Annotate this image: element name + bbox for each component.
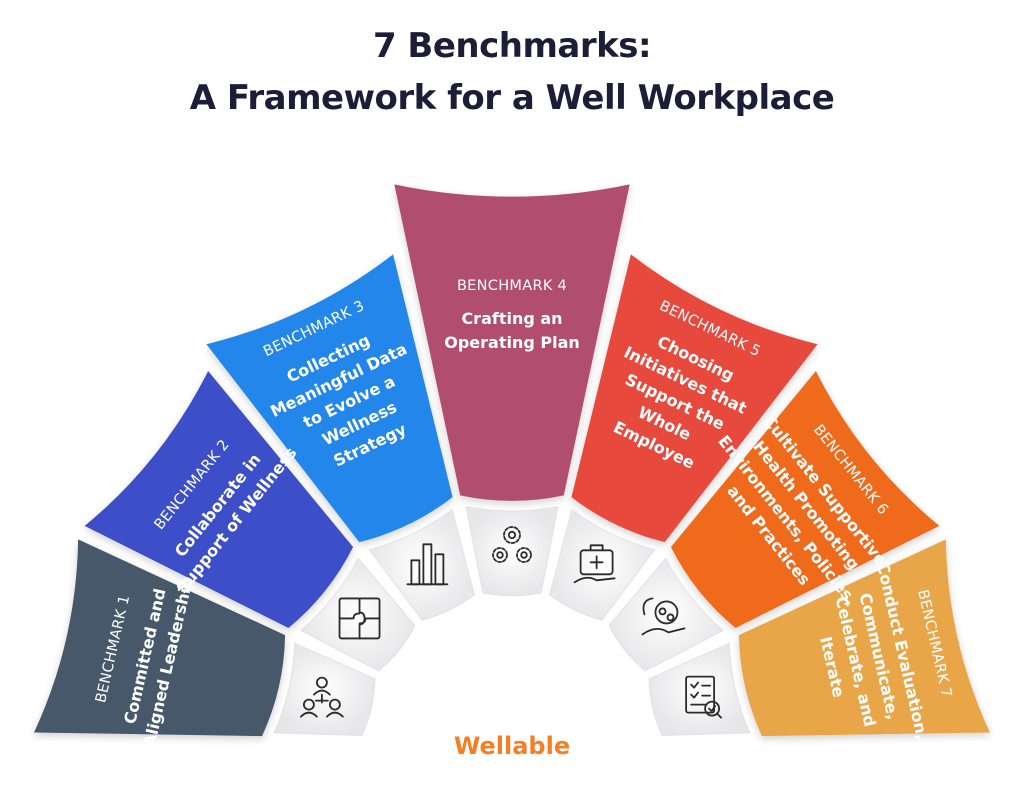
people-network-icon [299, 676, 344, 718]
benchmark-5-segment [571, 254, 818, 543]
benchmark-4-segment [394, 184, 630, 501]
benchmark-7-icon-tile [648, 642, 751, 737]
title-line-2: A Framework for a Well Workplace [189, 78, 835, 118]
benchmark-2-segment [84, 371, 354, 629]
benchmark-5-icon-tile [549, 508, 656, 621]
benchmark-4-number: BENCHMARK 4 [457, 278, 567, 294]
benchmark-3-icon-tile [368, 508, 475, 621]
puzzle-icon [338, 597, 381, 640]
benchmark-1-segment [34, 539, 286, 737]
benchmark-4-title-line: Crafting an [461, 309, 562, 328]
benchmark-6-segment [670, 371, 940, 629]
bar-chart-icon [406, 543, 449, 586]
title-line-1: 7 Benchmarks: [372, 26, 652, 66]
gears-icon [492, 526, 532, 563]
hand-care-icon [641, 597, 686, 636]
benchmark-1-icon-tile [273, 642, 376, 737]
wellable-logo: Wellable [454, 732, 570, 760]
benchmark-4-icon-tile [465, 505, 559, 597]
benchmark-2-icon-tile [299, 557, 416, 672]
benchmark-6-icon-tile [608, 557, 725, 672]
benchmark-4-title-line: Operating Plan [444, 333, 580, 352]
benchmark-3-segment [206, 254, 453, 543]
benchmark-7-segment [738, 539, 990, 737]
benchmark-4-labels: BENCHMARK 4 Crafting an Operating Plan [444, 278, 580, 352]
checklist-icon [685, 675, 723, 719]
medical-kit-icon [573, 544, 616, 584]
